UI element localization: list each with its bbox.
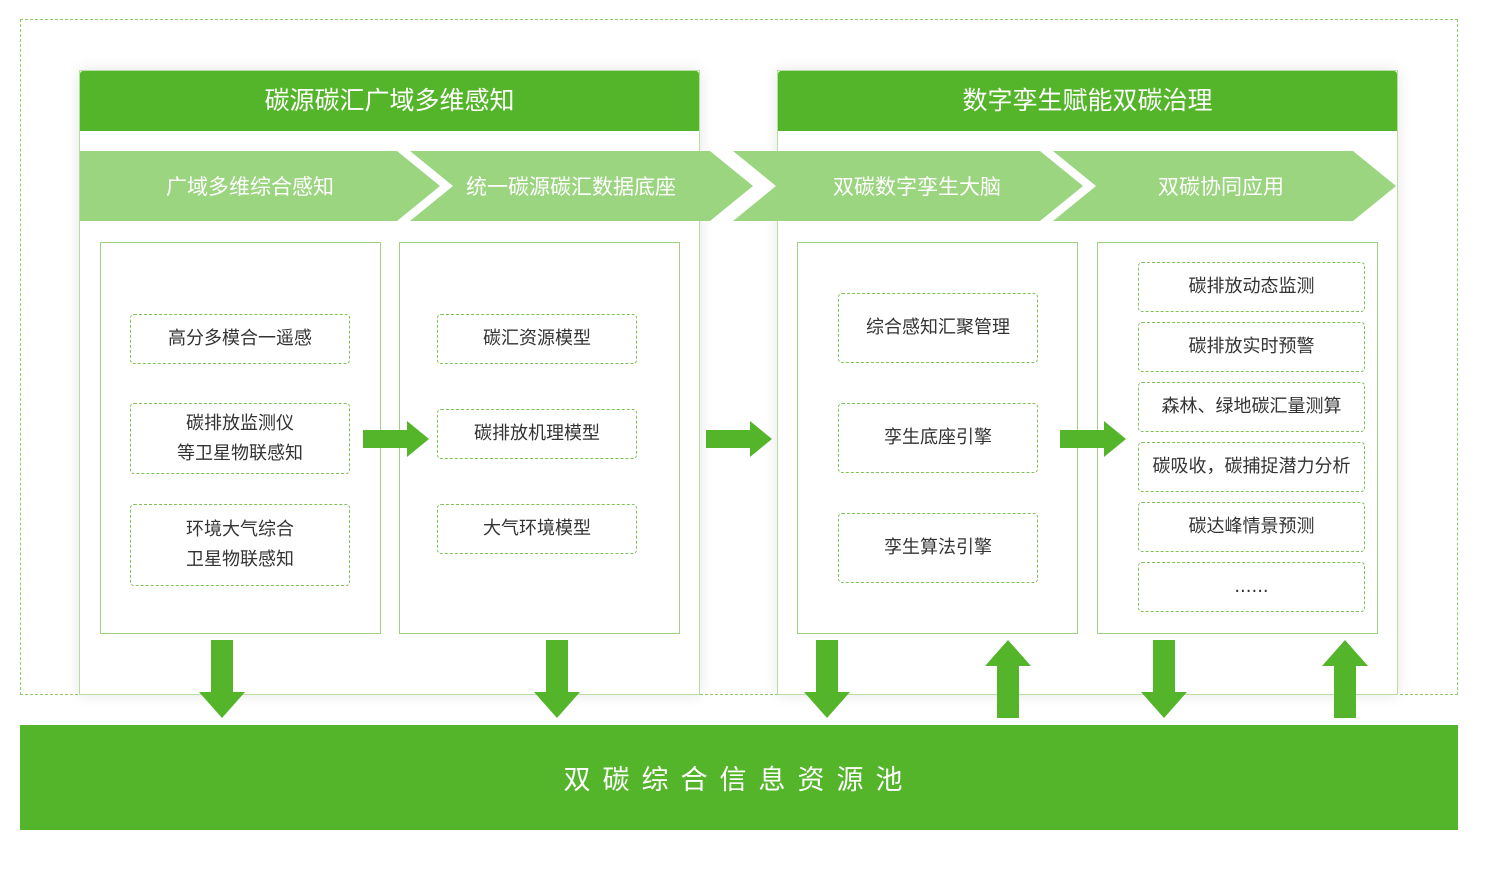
right-panel-title: 数字孪生赋能双碳治理	[778, 71, 1397, 131]
col4-item: 碳达峰情景预测	[1138, 502, 1365, 552]
col1-item-line: 卫星物联感知	[186, 549, 294, 570]
col4-item: 碳吸收，碳捕捉潜力分析	[1138, 442, 1365, 492]
right-arrow-icon	[1060, 421, 1126, 457]
col4-item: 森林、绿地碳汇量测算	[1138, 382, 1365, 432]
col3-item: 综合感知汇聚管理	[838, 293, 1038, 363]
down-arrow-icon	[1141, 640, 1187, 718]
down-arrow-icon	[804, 640, 850, 718]
col1-item-line: 等卫星物联感知	[177, 442, 303, 464]
right-arrow-icon	[363, 421, 429, 457]
right-arrow-icon	[706, 421, 772, 457]
stage-chevron-3	[1053, 151, 1396, 221]
col1-item-line: 环境大气综合	[186, 519, 294, 540]
col3-item: 孪生算法引擎	[838, 513, 1038, 583]
col1-item: 环境大气综合 卫星物联感知	[130, 504, 350, 586]
stage-label-3: 双碳数字孪生大脑	[833, 175, 1001, 199]
up-arrow-icon	[1322, 640, 1368, 718]
col3-item: 孪生底座引擎	[838, 403, 1038, 473]
stage-label-4: 双碳协同应用	[1158, 175, 1284, 199]
left-panel-title: 碳源碳汇广域多维感知	[80, 71, 699, 131]
col1-item-line: 高分多模合一遥感	[168, 328, 312, 349]
resource-pool-bar: 双碳综合信息资源池	[20, 725, 1458, 830]
stage-chevron-1	[80, 151, 440, 221]
col4-item: ......	[1138, 562, 1365, 612]
down-arrow-icon	[534, 640, 580, 718]
col4-item: 碳排放动态监测	[1138, 262, 1365, 312]
col2-item: 碳排放机理模型	[437, 409, 637, 459]
col1-item: 碳排放监测仪 等卫星物联感知	[130, 403, 350, 474]
up-arrow-icon	[985, 640, 1031, 718]
col1-item-line: 碳排放监测仪	[186, 412, 294, 434]
outer-dashed-frame	[20, 19, 1458, 695]
col2-item: 大气环境模型	[437, 504, 637, 554]
stage-chevron-link	[733, 151, 1083, 221]
col1-item: 高分多模合一遥感	[130, 314, 350, 364]
down-arrow-icon	[199, 640, 245, 718]
col4-item: 碳排放实时预警	[1138, 322, 1365, 372]
stage-label-2: 统一碳源碳汇数据底座	[466, 175, 676, 199]
stage-label-1: 广域多维综合感知	[166, 175, 334, 199]
col2-item: 碳汇资源模型	[437, 314, 637, 364]
stage-chevron-2	[410, 151, 753, 221]
